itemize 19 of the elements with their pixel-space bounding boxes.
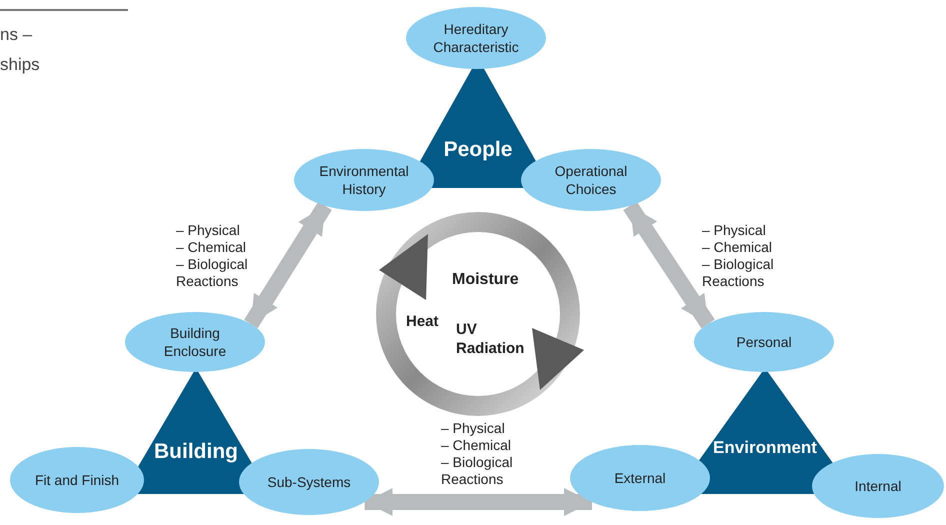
group-title: Building (154, 440, 238, 464)
ellipse-node: Operational Choices (521, 149, 661, 211)
factor-label: Moisture (452, 270, 520, 289)
ellipse-node: Building Enclosure (125, 312, 265, 372)
factor-label: Heat (406, 312, 440, 331)
ellipse-node: Environmental History (294, 149, 434, 211)
double-arrow (364, 488, 592, 516)
double-arrow (623, 201, 715, 328)
factor-label: UV Radiation (456, 320, 526, 358)
ellipse-node: Hereditary Characteristic (406, 7, 546, 69)
caption-fragment: ships (0, 54, 41, 76)
group-title: People (444, 138, 512, 162)
double-arrow (244, 202, 332, 328)
ellipse-node: Sub-Systems (239, 449, 379, 515)
ellipse-node: Internal (812, 454, 944, 518)
ellipse-node: Fit and Finish (10, 447, 144, 513)
ellipse-node: External (570, 445, 710, 511)
caption-fragment: ns – (0, 24, 34, 46)
ellipse-node: Personal (694, 312, 834, 372)
